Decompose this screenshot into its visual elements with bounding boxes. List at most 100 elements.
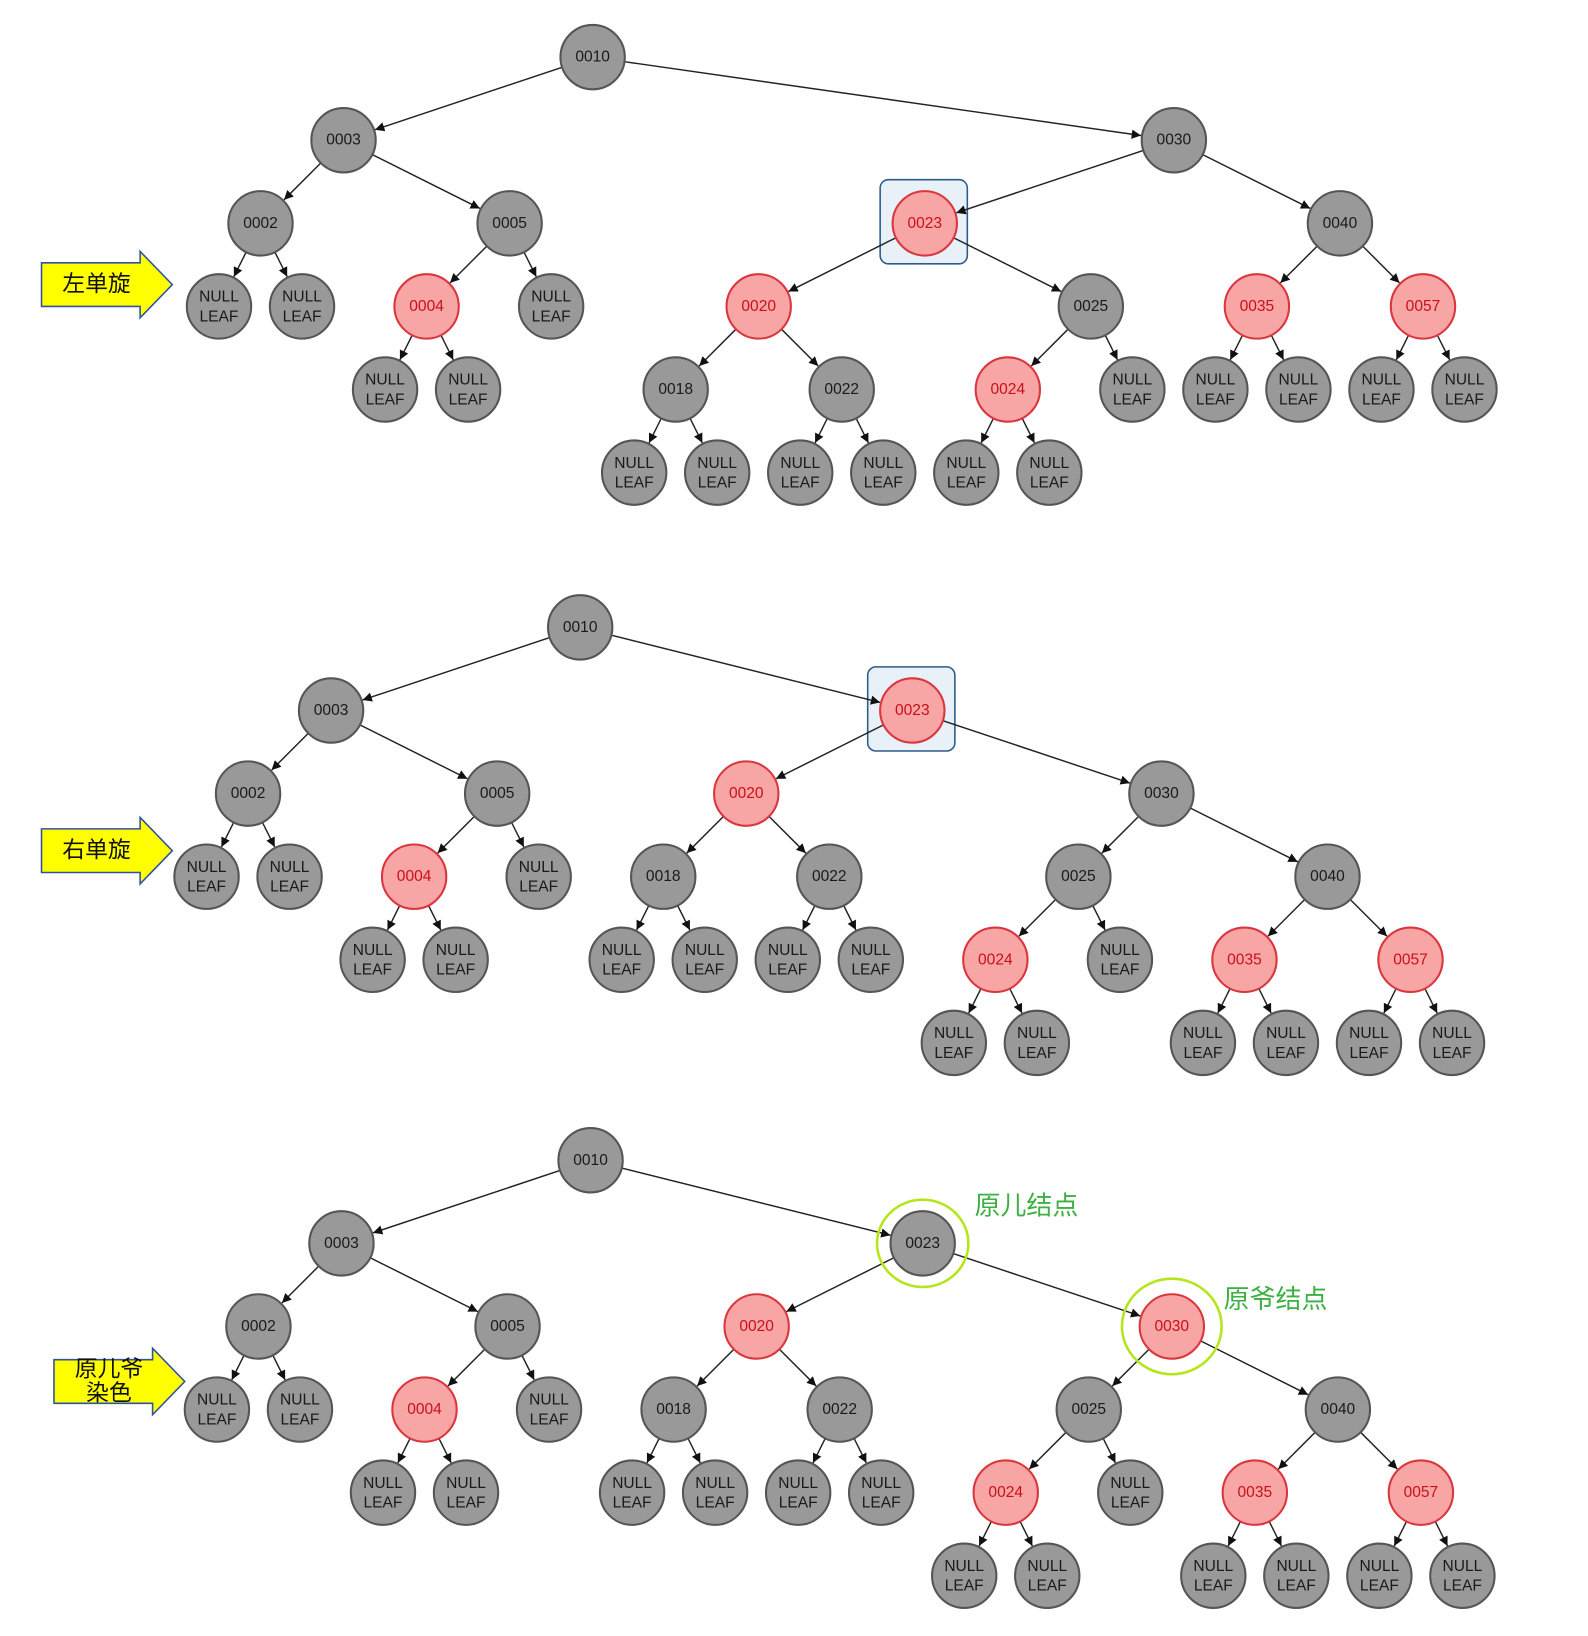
node-circle: [310, 106, 377, 174]
node-label: 0003: [324, 1235, 359, 1252]
tree-edge: [283, 162, 322, 201]
node-label: 0004: [407, 1401, 442, 1418]
red-node: 0035: [1211, 926, 1278, 994]
node-label: LEAF: [1360, 1578, 1399, 1595]
tree-edge: [510, 822, 525, 848]
node-label: NULL: [199, 289, 239, 306]
tree-edge: [1111, 1348, 1150, 1387]
node-circle: [683, 439, 751, 506]
tree-edge: [952, 1252, 1141, 1318]
node-label: LEAF: [1350, 1045, 1389, 1062]
tree-edge: [427, 905, 442, 931]
node-label: 0035: [1238, 1484, 1273, 1501]
node-label: LEAF: [934, 1045, 973, 1062]
node-label: 0010: [573, 1152, 608, 1169]
tree-edge: [1189, 807, 1299, 863]
red-node: 0024: [974, 356, 1042, 423]
node-label: LEAF: [1267, 1045, 1306, 1062]
node-circle: [588, 926, 655, 994]
tree-edge: [447, 1348, 486, 1387]
tree-edge: [853, 1438, 867, 1464]
node-label: NULL: [768, 942, 808, 959]
node-circle: [557, 1127, 624, 1194]
node-circle: [850, 439, 917, 506]
node-circle: [476, 190, 543, 257]
node-label: LEAF: [447, 1495, 486, 1512]
node-label: NULL: [851, 942, 891, 959]
node-label: 0022: [822, 1401, 857, 1418]
green-annotation: 原儿结点: [975, 1191, 1079, 1221]
node-label: 0057: [1404, 1484, 1439, 1501]
tree-edge: [1229, 334, 1244, 361]
node-label: NULL: [946, 455, 986, 472]
tree-edge: [696, 1348, 735, 1387]
node-circle: [754, 926, 821, 994]
node-label: NULL: [1110, 1475, 1150, 1492]
tree-edge: [1021, 417, 1036, 444]
node-label: 0005: [480, 785, 515, 802]
node-label: NULL: [944, 1558, 984, 1575]
node-label: NULL: [780, 455, 820, 472]
node-label: NULL: [436, 942, 476, 959]
node-label: 0025: [1061, 868, 1096, 885]
tree-edge: [1018, 898, 1057, 937]
black-node: 0025: [1055, 1376, 1122, 1443]
node-circle: [1306, 190, 1374, 257]
node-label: NULL: [1100, 942, 1140, 959]
red-node: 0004: [380, 843, 448, 910]
node-label: NULL: [282, 289, 322, 306]
node-label: 0024: [978, 951, 1013, 968]
node-circle: [723, 1293, 790, 1360]
tree-edge: [231, 1354, 245, 1381]
node-label: NULL: [1359, 1558, 1399, 1575]
null-leaf-node: NULL LEAF: [1086, 926, 1154, 994]
node-label: NULL: [280, 1392, 320, 1409]
tree-edge: [372, 153, 481, 210]
node-circle: [1265, 356, 1332, 423]
node-circle: [1223, 273, 1291, 340]
node-label: NULL: [612, 1475, 652, 1492]
callout-label: 右单旋: [62, 838, 131, 864]
tree-edge: [1200, 1340, 1309, 1396]
node-circle: [1389, 273, 1457, 340]
node-label: LEAF: [281, 1411, 320, 1428]
null-leaf-node: NULL LEAF: [266, 1376, 334, 1443]
tree-edge: [812, 1438, 826, 1464]
black-node: 0022: [796, 843, 863, 910]
tree-edge: [686, 815, 725, 854]
node-label: LEAF: [1100, 962, 1139, 979]
node-circle: [972, 1459, 1039, 1526]
node-circle: [1016, 439, 1083, 506]
node-label: LEAF: [615, 475, 654, 492]
node-circle: [1429, 1542, 1496, 1609]
node-label: LEAF: [698, 475, 737, 492]
tree-edge: [814, 417, 829, 444]
node-label: 0002: [243, 215, 278, 232]
black-node: 0040: [1294, 843, 1361, 910]
tree-edge: [281, 1265, 320, 1304]
black-node: 0018: [630, 843, 697, 910]
green-ring: [875, 1198, 970, 1289]
node-label: NULL: [934, 1025, 974, 1042]
node-label: 0010: [575, 49, 610, 66]
node-label: 0020: [739, 1318, 774, 1335]
callout-arrow: 右单旋: [40, 815, 174, 886]
node-label: 0022: [824, 381, 859, 398]
node-circle: [1057, 273, 1125, 340]
tree-edge: [624, 60, 1142, 139]
